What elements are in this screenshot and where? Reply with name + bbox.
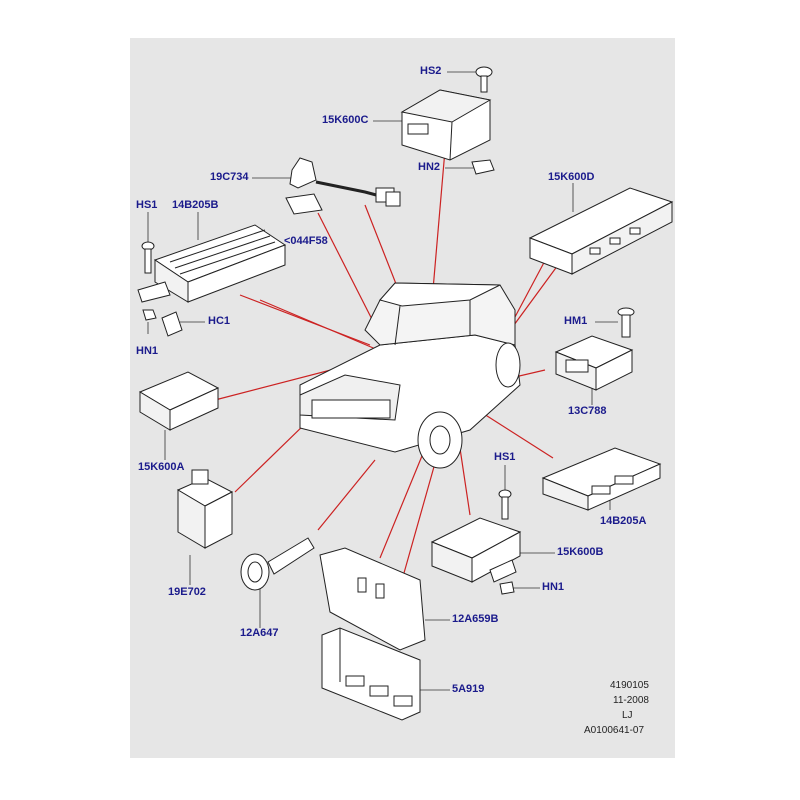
module-15k600b-icon (430, 517, 522, 583)
label-14b205a: 14B205A (600, 515, 647, 527)
module-15k600a-icon (138, 371, 220, 431)
label-hs1-left: HS1 (136, 199, 158, 211)
leader-lines (147, 71, 618, 691)
module-14b205b-icon (137, 224, 287, 303)
hn2-nut-icon (471, 159, 495, 175)
module-14b205a-icon (541, 447, 662, 511)
label-hm1: HM1 (564, 315, 588, 327)
bracket-12a659b-icon (319, 547, 426, 651)
module-15k600c-icon (400, 89, 492, 161)
vehicle-illustration (299, 282, 521, 469)
hs1-left-screw-icon (141, 241, 155, 274)
footer-ref-number: 4190105 (610, 680, 649, 691)
label-15k600c: 15K600C (322, 114, 369, 126)
label-hc1: HC1 (208, 315, 231, 327)
label-5a919: 5A919 (452, 683, 485, 695)
label-13c788: 13C788 (568, 405, 607, 417)
sensor-19c734-icon (289, 157, 401, 207)
label-14b205b: 14B205B (172, 199, 219, 211)
hn1-left-nut-icon (142, 309, 157, 321)
module-15k600d-icon (528, 187, 674, 275)
label-15k600d: 15K600D (548, 171, 595, 183)
label-12a647: 12A647 (240, 627, 279, 639)
label-hs2: HS2 (420, 65, 442, 77)
label-19c734: 19C734 (210, 171, 249, 183)
sensor-12a647-icon (240, 537, 315, 591)
module-13c788-icon (554, 335, 634, 391)
label-hn1-left: HN1 (136, 345, 159, 357)
hc1-clip-icon (161, 311, 183, 337)
relay-19e702-icon (176, 469, 234, 549)
label-hn2: HN2 (418, 161, 441, 173)
hm1-fastener-icon (617, 307, 635, 338)
footer-date: 11-2008 (613, 695, 649, 706)
label-15k600a: 15K600A (138, 461, 185, 473)
label-044f58: <044F58 (284, 235, 328, 247)
label-hn1-right: HN1 (542, 581, 565, 593)
ecu-5a919-icon (321, 627, 421, 721)
footer-drawing-id: A0100641-07 (584, 725, 645, 736)
label-12a659b: 12A659B (452, 613, 499, 625)
hs2-screw-icon (475, 66, 493, 93)
label-19e702: 19E702 (168, 586, 206, 598)
footer-initials: LJ (622, 710, 633, 721)
hn1-right-nut-icon (499, 581, 515, 595)
label-hs1-right: HS1 (494, 451, 516, 463)
pad-044f58-icon (285, 193, 323, 215)
label-15k600b: 15K600B (557, 546, 604, 558)
hs1-right-screw-icon (498, 489, 512, 520)
